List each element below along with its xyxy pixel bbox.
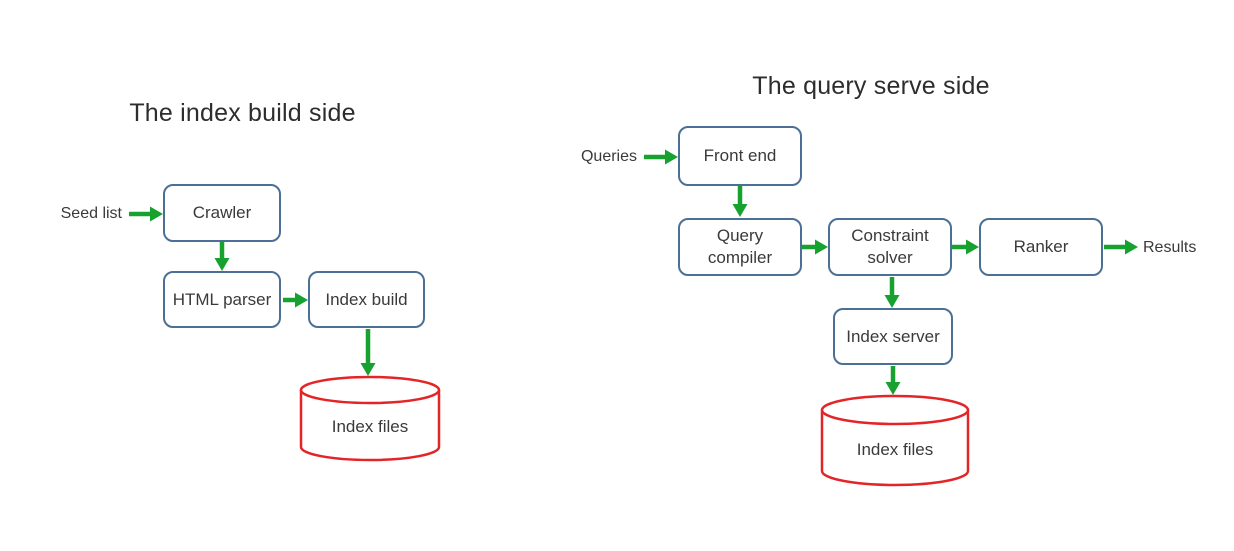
node-index-build: Index build — [308, 271, 425, 328]
arrow-query-compiler-to-constraint-solver — [802, 239, 828, 255]
index-build-label: Index build — [325, 289, 408, 309]
index-files-serve-label: Index files — [856, 440, 934, 459]
index-server-label: Index server — [846, 326, 940, 346]
html-parser-label: HTML parser — [172, 289, 272, 309]
queries-label: Queries — [580, 148, 637, 165]
seed-list-label: Seed list — [60, 205, 122, 222]
node-crawler: Crawler — [163, 184, 281, 242]
node-constraint-solver: Constraint solver — [828, 218, 952, 276]
arrow-constraint-solver-to-ranker — [952, 239, 979, 255]
arrow-ranker-to-results — [1104, 239, 1138, 255]
node-query-compiler: Query compiler — [678, 218, 802, 276]
arrow-queries-to-front-end — [644, 149, 678, 165]
arrow-constraint-solver-to-index-server — [884, 277, 900, 308]
arrow-html-parser-to-index-build — [283, 292, 308, 308]
arrow-front-end-to-query-compiler — [732, 186, 748, 217]
front-end-label: Front end — [703, 146, 777, 165]
database-cylinder-icon — [299, 375, 441, 462]
node-index-files-build: Index files — [299, 375, 441, 463]
ranker-label: Ranker — [1013, 237, 1069, 256]
crawler-label: Crawler — [192, 203, 252, 222]
database-cylinder-icon — [820, 394, 970, 487]
results-label: Results — [1143, 239, 1197, 256]
node-front-end: Front end — [678, 126, 802, 186]
arrow-crawler-to-html-parser — [214, 242, 230, 271]
node-index-files-serve: Index files — [820, 394, 970, 488]
index-files-build-label: Index files — [331, 417, 409, 436]
arrow-index-server-to-index-files — [885, 366, 901, 395]
node-html-parser: HTML parser — [163, 271, 281, 328]
arrow-index-build-to-index-files — [360, 329, 376, 376]
index-build-side-title: The index build side — [129, 99, 356, 127]
query-serve-side-title: The query serve side — [752, 72, 990, 100]
query-compiler-label: Query compiler — [707, 226, 773, 267]
arrow-seed-list-to-crawler — [129, 206, 163, 222]
node-index-server: Index server — [833, 308, 953, 365]
constraint-solver-label: Constraint solver — [851, 226, 929, 267]
node-ranker: Ranker — [979, 218, 1103, 276]
